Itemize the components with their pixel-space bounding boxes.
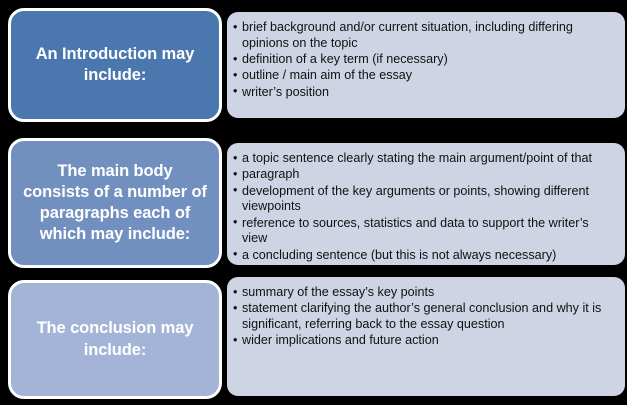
list-item: paragraph bbox=[233, 167, 615, 183]
list-item: writer’s position bbox=[233, 84, 615, 101]
list-item: definition of a key term (if necessary) bbox=[233, 52, 615, 68]
list-item: reference to sources, statistics and dat… bbox=[233, 215, 615, 248]
bullet-list-introduction: brief background and/or current situatio… bbox=[233, 20, 615, 100]
label-box-main-body: The main body consists of a number of pa… bbox=[8, 138, 222, 268]
list-item: statement clarifying the author’s genera… bbox=[233, 301, 615, 333]
list-item: a concluding sentence (but this is not a… bbox=[233, 247, 615, 264]
label-box-conclusion: The conclusion may include: bbox=[8, 280, 222, 399]
diagram-row-conclusion: The conclusion may include: summary of t… bbox=[0, 277, 627, 405]
list-item: development of the key arguments or poin… bbox=[233, 183, 615, 216]
bullet-list-conclusion: summary of the essay’s key points statem… bbox=[233, 285, 615, 349]
label-text-main-body: The main body consists of a number of pa… bbox=[23, 161, 207, 244]
content-panel-main-body: a topic sentence clearly stating the mai… bbox=[227, 143, 625, 265]
diagram-row-introduction: An Introduction may include: brief backg… bbox=[0, 0, 627, 130]
bullet-list-main-body: a topic sentence clearly stating the mai… bbox=[233, 151, 615, 264]
diagram-row-main-body: The main body consists of a number of pa… bbox=[0, 133, 627, 273]
label-text-conclusion: The conclusion may include: bbox=[36, 319, 194, 359]
label-box-introduction: An Introduction may include: bbox=[8, 8, 222, 122]
content-panel-introduction: brief background and/or current situatio… bbox=[227, 12, 625, 118]
list-item: brief background and/or current situatio… bbox=[233, 20, 615, 52]
list-item: summary of the essay’s key points bbox=[233, 285, 615, 301]
label-text-introduction: An Introduction may include: bbox=[35, 44, 195, 84]
content-panel-conclusion: summary of the essay’s key points statem… bbox=[227, 277, 625, 396]
list-item: outline / main aim of the essay bbox=[233, 68, 615, 84]
list-item: a topic sentence clearly stating the mai… bbox=[233, 151, 615, 167]
list-item: wider implications and future action bbox=[233, 333, 615, 349]
